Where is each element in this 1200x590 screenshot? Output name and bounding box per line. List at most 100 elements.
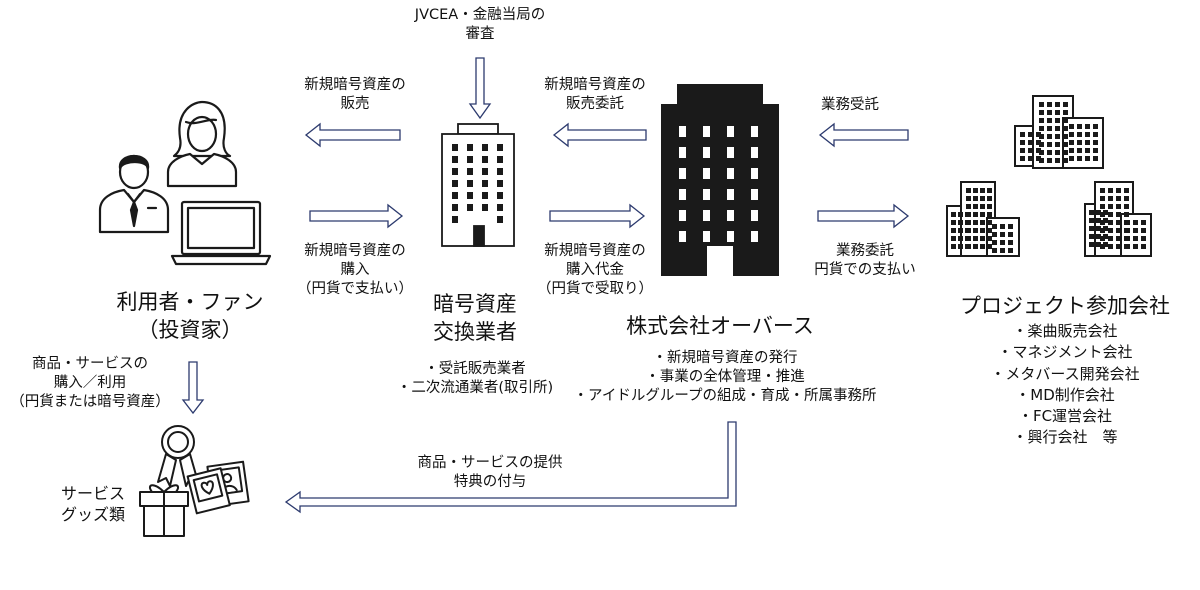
window-shape	[958, 212, 963, 217]
goods-provide-elbow-arrow	[284, 421, 737, 514]
window-shape	[951, 212, 956, 217]
window-shape	[452, 168, 458, 175]
window-shape	[1063, 134, 1068, 139]
window-shape	[1108, 244, 1113, 249]
window-shape	[727, 168, 734, 179]
window-shape	[452, 144, 458, 151]
window-shape	[1116, 228, 1121, 233]
business-consign-label: 業務委託円貨での支払い	[814, 243, 916, 278]
window-shape	[482, 168, 488, 175]
window-shape	[1039, 102, 1044, 107]
window-shape	[1028, 156, 1033, 161]
window-shape	[467, 156, 473, 163]
window-shape	[987, 196, 992, 201]
company-building-icon	[661, 84, 779, 276]
window-shape	[1077, 156, 1082, 161]
business-accept-label: 業務受託	[821, 97, 879, 113]
window-shape	[1125, 228, 1130, 233]
window-shape	[1020, 156, 1025, 161]
window-shape	[703, 147, 710, 158]
window-shape	[1133, 236, 1138, 241]
window-shape	[1063, 110, 1068, 115]
goods-provide-label: 商品・サービスの提供特典の付与	[417, 455, 563, 490]
window-shape	[1000, 240, 1005, 245]
window-shape	[727, 210, 734, 221]
window-shape	[1100, 212, 1105, 217]
window-shape	[951, 236, 956, 241]
window-shape	[1069, 148, 1074, 153]
window-shape	[497, 180, 503, 187]
window-shape	[1039, 110, 1044, 115]
window-shape	[1103, 210, 1108, 215]
window-shape	[1124, 204, 1129, 209]
window-shape	[1103, 218, 1108, 223]
window-shape	[1108, 212, 1113, 217]
window-shape	[1000, 248, 1005, 253]
window-shape	[1028, 140, 1033, 145]
window-shape	[482, 180, 488, 187]
window-shape	[1089, 218, 1094, 223]
window-shape	[973, 236, 978, 241]
window-shape	[1077, 148, 1082, 153]
window-shape	[1085, 148, 1090, 153]
sale-consign-left-arrow	[552, 122, 647, 148]
window-shape	[467, 180, 473, 187]
window-shape	[497, 144, 503, 151]
sale-label: 新規暗号資産の販売	[304, 77, 406, 112]
window-shape	[1116, 188, 1121, 193]
window-shape	[751, 126, 758, 137]
window-shape	[1069, 132, 1074, 137]
window-shape	[951, 228, 956, 233]
window-shape	[751, 168, 758, 179]
window-shape	[987, 244, 992, 249]
window-shape	[1100, 236, 1105, 241]
window-shape	[1036, 140, 1041, 145]
window-shape	[1100, 204, 1105, 209]
window-shape	[1047, 102, 1052, 107]
window-shape	[958, 228, 963, 233]
window-shape	[966, 228, 971, 233]
window-shape	[1103, 242, 1108, 247]
window-shape	[1089, 242, 1094, 247]
window-shape	[1096, 210, 1101, 215]
window-shape	[1063, 158, 1068, 163]
window-shape	[973, 220, 978, 225]
window-shape	[951, 244, 956, 249]
window-shape	[1063, 118, 1068, 123]
review-down-arrow	[468, 57, 492, 120]
payment-right-arrow	[549, 203, 646, 229]
company-items: ・新規暗号資産の発行・事業の全体管理・推進・アイドルグループの組成・育成・所属事…	[573, 350, 877, 404]
window-shape	[1039, 150, 1044, 155]
window-shape	[966, 188, 971, 193]
window-shape	[951, 220, 956, 225]
window-shape	[1085, 140, 1090, 145]
window-shape	[452, 216, 458, 223]
window-shape	[980, 236, 985, 241]
window-shape	[452, 192, 458, 199]
window-shape	[679, 147, 686, 158]
window-shape	[966, 220, 971, 225]
users-icon	[98, 100, 272, 266]
window-shape	[1108, 228, 1113, 233]
window-shape	[958, 220, 963, 225]
users-title: 利用者・ファン（投資家）	[116, 290, 264, 343]
window-shape	[1108, 196, 1113, 201]
window-shape	[1124, 188, 1129, 193]
window-shape	[1100, 196, 1105, 201]
window-shape	[679, 126, 686, 137]
company-title: 株式会社オーバース	[626, 314, 814, 338]
window-shape	[1093, 124, 1098, 129]
window-shape	[1063, 150, 1068, 155]
business-consign-right-arrow	[817, 203, 910, 229]
window-shape	[1116, 204, 1121, 209]
window-shape	[1096, 218, 1101, 223]
sale-consign-label: 新規暗号資産の販売委託	[544, 77, 646, 112]
projects-title: プロジェクト参加会社	[960, 294, 1170, 318]
window-shape	[1055, 142, 1060, 147]
window-shape	[1047, 126, 1052, 131]
window-shape	[1047, 118, 1052, 123]
window-shape	[497, 192, 503, 199]
window-shape	[1116, 196, 1121, 201]
window-shape	[1028, 148, 1033, 153]
window-shape	[482, 204, 488, 211]
